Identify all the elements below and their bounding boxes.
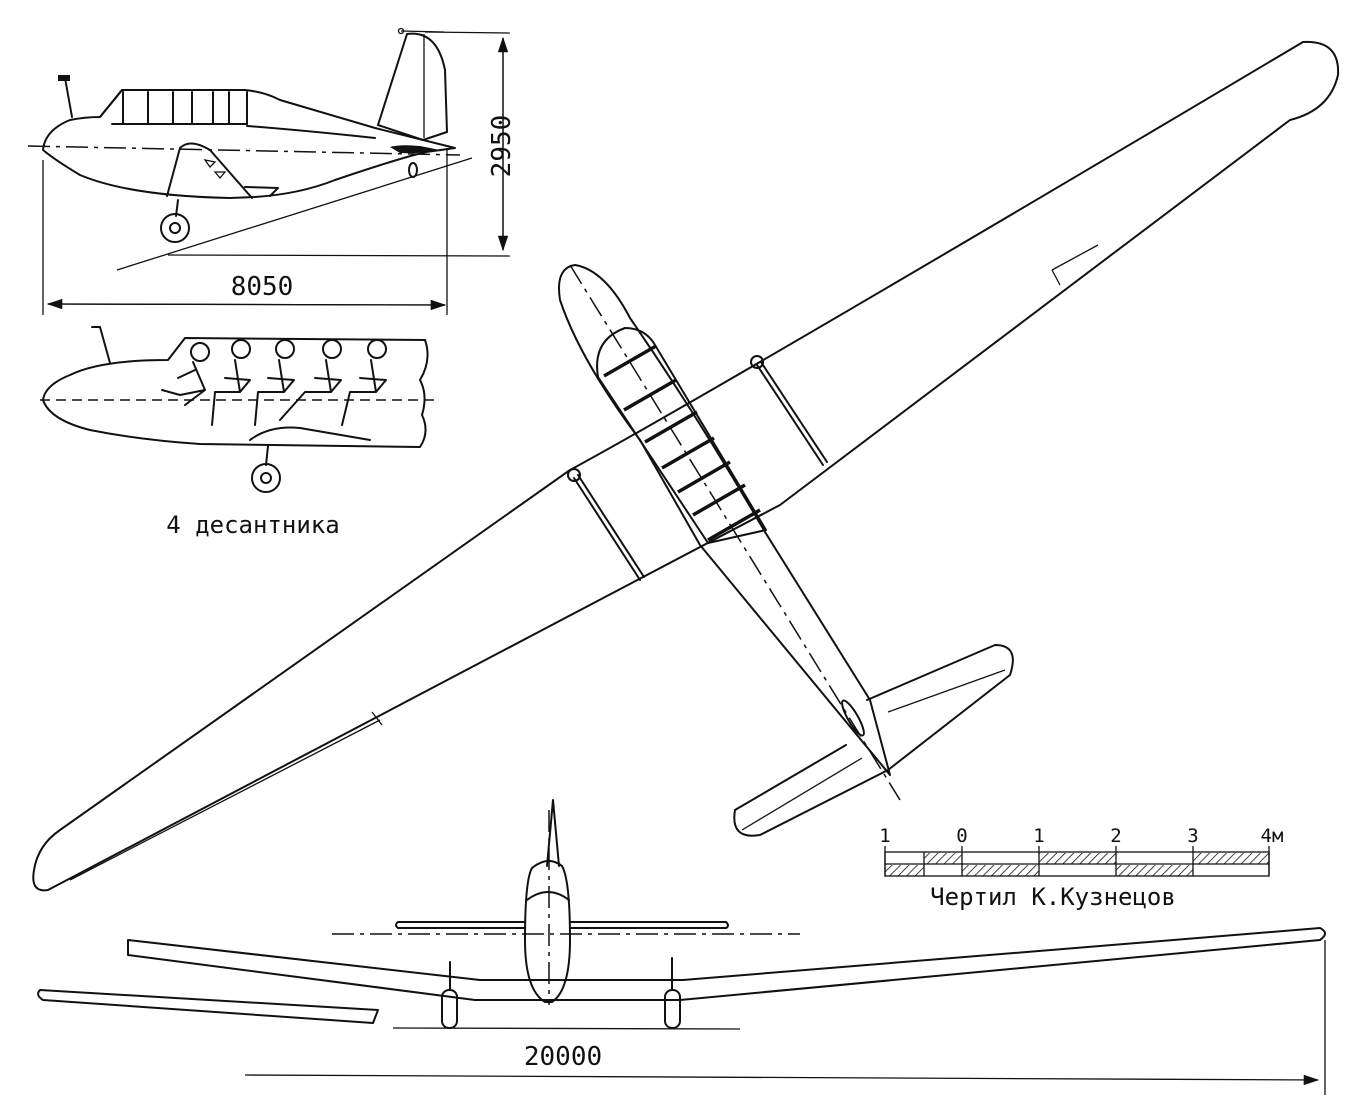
span-dimension-label: 20000 bbox=[524, 1042, 602, 1072]
front-landing-gear bbox=[441, 957, 681, 1029]
main-wheel-side bbox=[160, 213, 190, 243]
wing-struts bbox=[567, 355, 828, 581]
wing-root-fairing bbox=[166, 142, 253, 199]
centerline-side bbox=[27, 145, 461, 156]
scale-label: 2 bbox=[1110, 825, 1121, 847]
author-credit: Чертил К.Кузнецов bbox=[930, 883, 1176, 911]
top-canopy-frames bbox=[603, 344, 761, 542]
paratroopers bbox=[161, 339, 387, 426]
cutaway-wing-root bbox=[249, 426, 371, 441]
cutaway-pitot bbox=[91, 326, 111, 364]
scale-label: 1 bbox=[879, 825, 890, 847]
cutaway-view: 4 десантника bbox=[40, 326, 440, 539]
cutaway-caption: 4 десантника bbox=[166, 511, 339, 539]
front-wing-left-cut bbox=[37, 989, 379, 1024]
cutaway-fuselage bbox=[42, 337, 429, 448]
vertical-tail bbox=[377, 32, 448, 141]
dimension-length: 8050 bbox=[42, 148, 448, 315]
pitot-tube bbox=[59, 77, 73, 118]
cutaway-wheel bbox=[251, 463, 281, 493]
cabin-line bbox=[246, 125, 376, 139]
aileron-right bbox=[1051, 244, 1099, 271]
wing-planform bbox=[32, 40, 1340, 892]
dimension-height: 2950 bbox=[167, 31, 517, 257]
pitot-head bbox=[58, 75, 70, 81]
horizontal-stabilizer bbox=[733, 644, 1014, 837]
top-view bbox=[32, 40, 1340, 892]
front-view: 20000 bbox=[37, 799, 1326, 1095]
centerline-top bbox=[569, 264, 901, 801]
scale-label: 0 bbox=[956, 825, 967, 847]
fuselage-side bbox=[42, 89, 456, 199]
fuselage-top bbox=[558, 264, 891, 776]
front-wing bbox=[127, 927, 1326, 1001]
span-dimension-line bbox=[244, 1074, 1320, 1086]
scale-label: 3 bbox=[1187, 825, 1198, 847]
length-dimension-label: 8050 bbox=[231, 272, 294, 302]
ground-angle-line bbox=[116, 157, 473, 271]
height-dimension-label: 2950 bbox=[487, 115, 517, 178]
side-view bbox=[27, 27, 473, 271]
ground-line bbox=[392, 1027, 741, 1030]
scale-label: 4м bbox=[1261, 825, 1284, 847]
front-fin bbox=[546, 799, 560, 867]
aileron-left bbox=[371, 711, 383, 726]
front-stabilizer bbox=[395, 921, 729, 929]
canopy-frames bbox=[111, 91, 248, 125]
canopy bbox=[99, 89, 246, 118]
scale-label: 1 bbox=[1033, 825, 1044, 847]
scale-bar: 1 0 1 2 3 4м bbox=[879, 825, 1284, 877]
